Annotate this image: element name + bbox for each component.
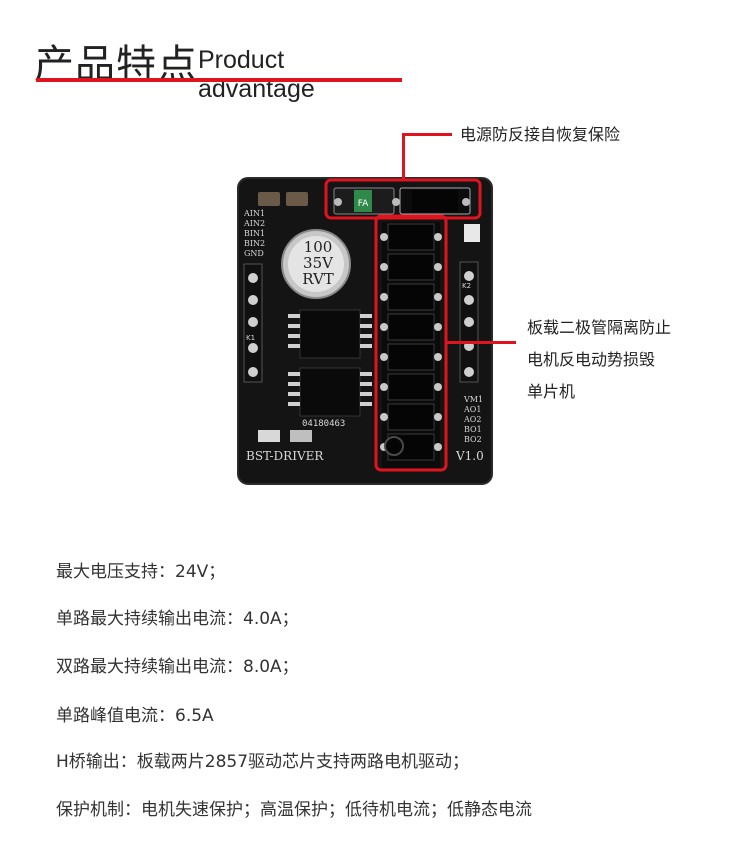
top-resistor-1 [258,192,280,206]
fuse-mark: FA [358,199,369,209]
pin-label-ain2: AIN2 [243,219,265,228]
pin-label-bo1: BO1 [464,425,482,434]
pin-label-gnd: GND [244,249,264,258]
spec-max-voltage: 最大电压支持：24V； [56,562,226,582]
title-english: Product advantage [198,46,315,103]
pin-label-ain1: AIN1 [243,209,265,218]
fuse-callout-vertical [402,133,405,181]
fuse-component [354,190,372,212]
cap-brand: RVT [302,270,334,288]
k2-label: K2 [462,282,471,290]
section-header: 产品特点 Product advantage [34,28,404,103]
driver-board-image: FA AIN1 AIN2 BIN1 BIN2 GND K1 100 35V RV… [237,177,493,485]
diode-callout-line-2: 电机反电动势损毁 [527,350,656,369]
led-1 [258,430,280,442]
spec-h-bridge: H桥输出：板载两片2857驱动芯片支持两路电机驱动； [56,752,470,772]
diode-callout-horizontal [446,341,516,344]
diode-callout-line-1: 板载二极管隔离防止 [527,318,672,337]
cap-value: 100 [304,238,333,256]
fuse-callout-horizontal [402,133,452,136]
pin-label-vm1: VM1 [463,395,483,404]
spec-dual-current: 双路最大持续输出电流：8.0A； [56,657,299,677]
driver-chip-1 [288,309,372,359]
spec-protection: 保护机制：电机失速保护；高温保护；低待机电流；低静态电流 [56,800,532,820]
pin-label-ao2: AO2 [463,415,481,424]
mounting-hole [384,436,404,456]
pin-label-bo2: BO2 [464,435,482,444]
top-resistor-2 [286,192,308,206]
pin-label-bin2: BIN2 [244,239,265,248]
driver-chip-2 [288,367,372,417]
spec-peak-current: 单路峰值电流：6.5A [56,706,214,726]
board-name: BST-DRIVER [246,449,324,463]
fuse-callout-text: 电源防反接自恢复保险 [460,125,621,144]
k1-label: K1 [246,334,255,342]
test-pad [464,224,480,242]
chip-code: 04180463 [302,419,345,429]
board-version: V1.0 [455,449,484,463]
cap-voltage: 35V [303,254,334,272]
spec-single-current: 单路最大持续输出电流：4.0A； [56,609,299,629]
diode-column [380,222,442,468]
pin-label-ao1: AO1 [463,405,481,414]
led-2 [290,430,312,442]
pin-label-bin1: BIN1 [244,229,265,238]
title-underline [36,78,402,82]
diode-callout-line-3: 单片机 [527,382,576,401]
